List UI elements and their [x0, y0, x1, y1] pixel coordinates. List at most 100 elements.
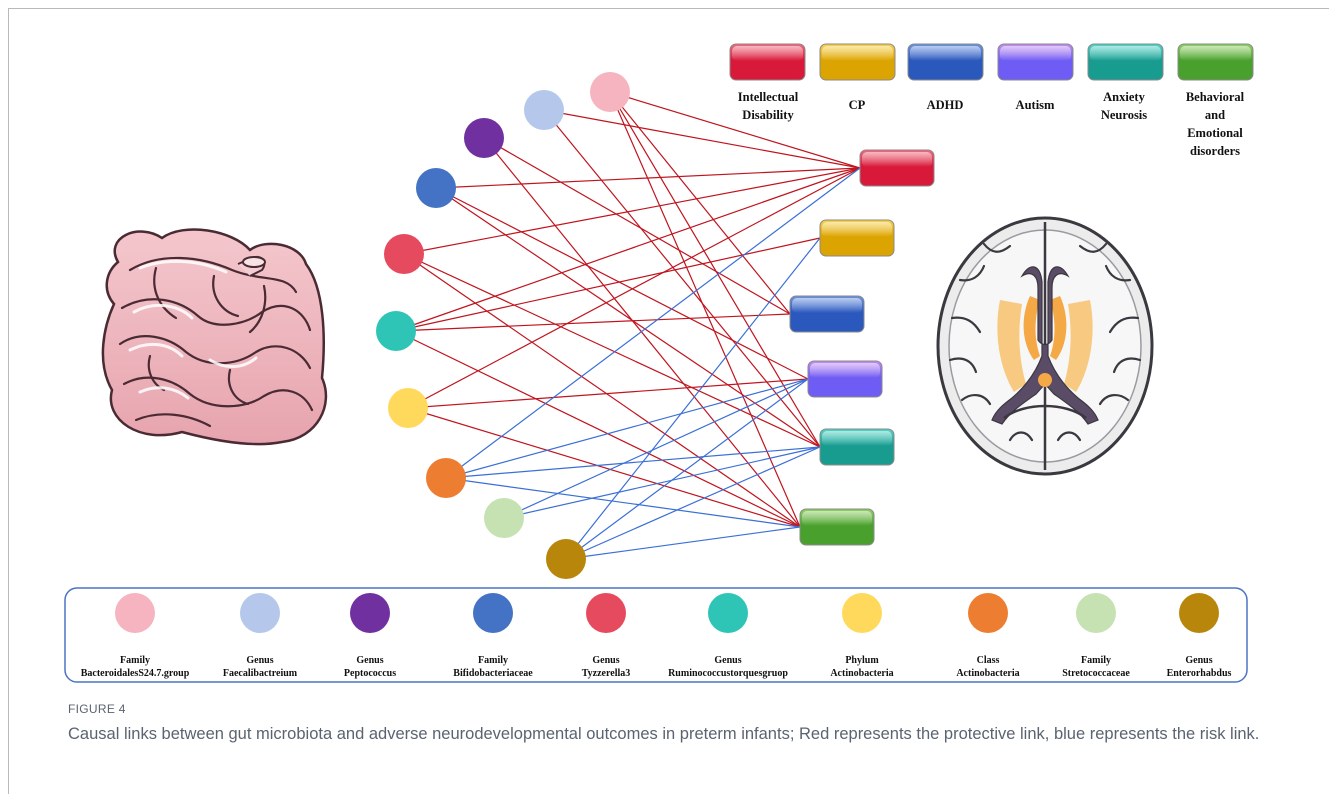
outcome-legend [729, 43, 1254, 81]
outcome-legend-swatch-anx [1087, 43, 1164, 81]
link-m4-autism [435, 187, 809, 380]
outcome-label-autism: Autism [975, 96, 1095, 114]
microbiota-name: Actinobacteria [956, 667, 1020, 679]
outcome-label-line: Disability [742, 108, 794, 123]
outcome-legend-swatch-adhd [907, 43, 984, 81]
link-m6-adhd [395, 313, 791, 332]
link-m1-beh [609, 91, 801, 528]
link-m8-autism [445, 378, 809, 479]
microbiota-legend-box [64, 587, 1248, 683]
link-m1-id [609, 91, 861, 169]
link-m6-cp [395, 237, 821, 332]
outcome-label-line: Anxiety [1103, 90, 1145, 104]
outcome-label-line: ADHD [926, 98, 964, 112]
outcome-legend-swatch-autism [997, 43, 1074, 81]
microbiota-rank: Genus [246, 655, 274, 666]
link-m1-anx [609, 91, 821, 448]
link-m8-beh [445, 477, 801, 528]
link-m8-anx [445, 446, 821, 479]
microbiota-legend-swatch-m5 [586, 593, 626, 633]
link-m6-id [395, 167, 861, 332]
outcome-label-line: Autism [1015, 98, 1055, 112]
microbiota-rank: Genus [1185, 655, 1213, 666]
microbiota-name: Ruminococcustorquesgruop [668, 667, 788, 679]
microbiota-name: BacteroidalesS24.7.group [80, 667, 190, 679]
microbiota-node-m1 [590, 72, 630, 112]
link-m9-anx [503, 446, 821, 519]
link-m6-beh [395, 330, 801, 528]
link-m10-autism [565, 378, 809, 560]
figure-diagram [64, 43, 1254, 683]
figure-caption: Causal links between gut microbiota and … [68, 725, 1260, 743]
microbiota-node-m5 [384, 234, 424, 274]
outcome-node-beh [799, 508, 875, 546]
brain-illustration [936, 216, 1154, 476]
outcome-label-line: CP [848, 98, 866, 112]
microbiota-rank: Genus [356, 655, 384, 666]
microbiota-legend-swatch-m9 [1076, 593, 1116, 633]
links-layer [395, 91, 861, 560]
link-m3-beh [483, 137, 801, 528]
outcome-label-line: Emotional [1187, 126, 1243, 141]
microbiota-legend [115, 593, 1219, 633]
microbiota-rank: Class [976, 655, 1000, 666]
link-m5-beh [403, 253, 801, 528]
microbiota-name: Enterorhabdus [1166, 667, 1232, 679]
outcome-legend-swatch-beh [1177, 43, 1254, 81]
microbiota-rank: Family [120, 655, 150, 666]
link-m10-anx [565, 446, 821, 560]
microbiota-legend-swatch-m8 [968, 593, 1008, 633]
microbiota-legend-swatch-m7 [842, 593, 882, 633]
outcome-label-line: Behavioral [1185, 90, 1245, 104]
link-m7-beh [407, 407, 801, 528]
microbiota-node-m4 [416, 168, 456, 208]
microbiota-legend-swatch-m3 [350, 593, 390, 633]
microbiota-rank: Genus [592, 655, 620, 666]
link-m1-adhd [609, 91, 791, 315]
microbiota-node-m8 [426, 458, 466, 498]
outcome-legend-swatch-cp [819, 43, 896, 81]
microbiota-name: Bifidobacteriaceae [453, 667, 533, 679]
microbiota-legend-swatch-m10 [1179, 593, 1219, 633]
microbiota-node-m7 [388, 388, 428, 428]
figure-frame [8, 8, 1329, 794]
microbiota-legend-swatch-m2 [240, 593, 280, 633]
microbiota-legend-swatch-m6 [708, 593, 748, 633]
outcome-node-cp [819, 219, 895, 257]
microbiota-node-m2 [524, 90, 564, 130]
link-m2-id [543, 109, 861, 169]
outcome-label-line: and [1204, 108, 1226, 123]
microbiota-node-m9 [484, 498, 524, 538]
microbiota-name: Peptococcus [343, 667, 397, 679]
outcome-legend-swatch-id [729, 43, 806, 81]
outcome-nodes [789, 149, 935, 546]
link-m4-id [435, 167, 861, 189]
outcome-label-line: Neurosis [1100, 108, 1148, 123]
microbiota-rank: Genus [714, 655, 742, 666]
microbiota-name: Stretococcaceae [1062, 667, 1130, 679]
outcome-node-autism [807, 360, 883, 398]
link-m10-beh [565, 526, 801, 560]
microbiota-node-m10 [546, 539, 586, 579]
link-m2-anx [543, 109, 821, 448]
microbiota-nodes [376, 72, 630, 579]
link-m5-id [403, 167, 861, 255]
link-m8-id [445, 167, 861, 479]
link-m3-adhd [483, 137, 791, 315]
microbiota-node-m6 [376, 311, 416, 351]
link-m5-anx [403, 253, 821, 448]
microbiota-rank: Family [478, 655, 508, 666]
link-m10-cp [565, 237, 821, 560]
